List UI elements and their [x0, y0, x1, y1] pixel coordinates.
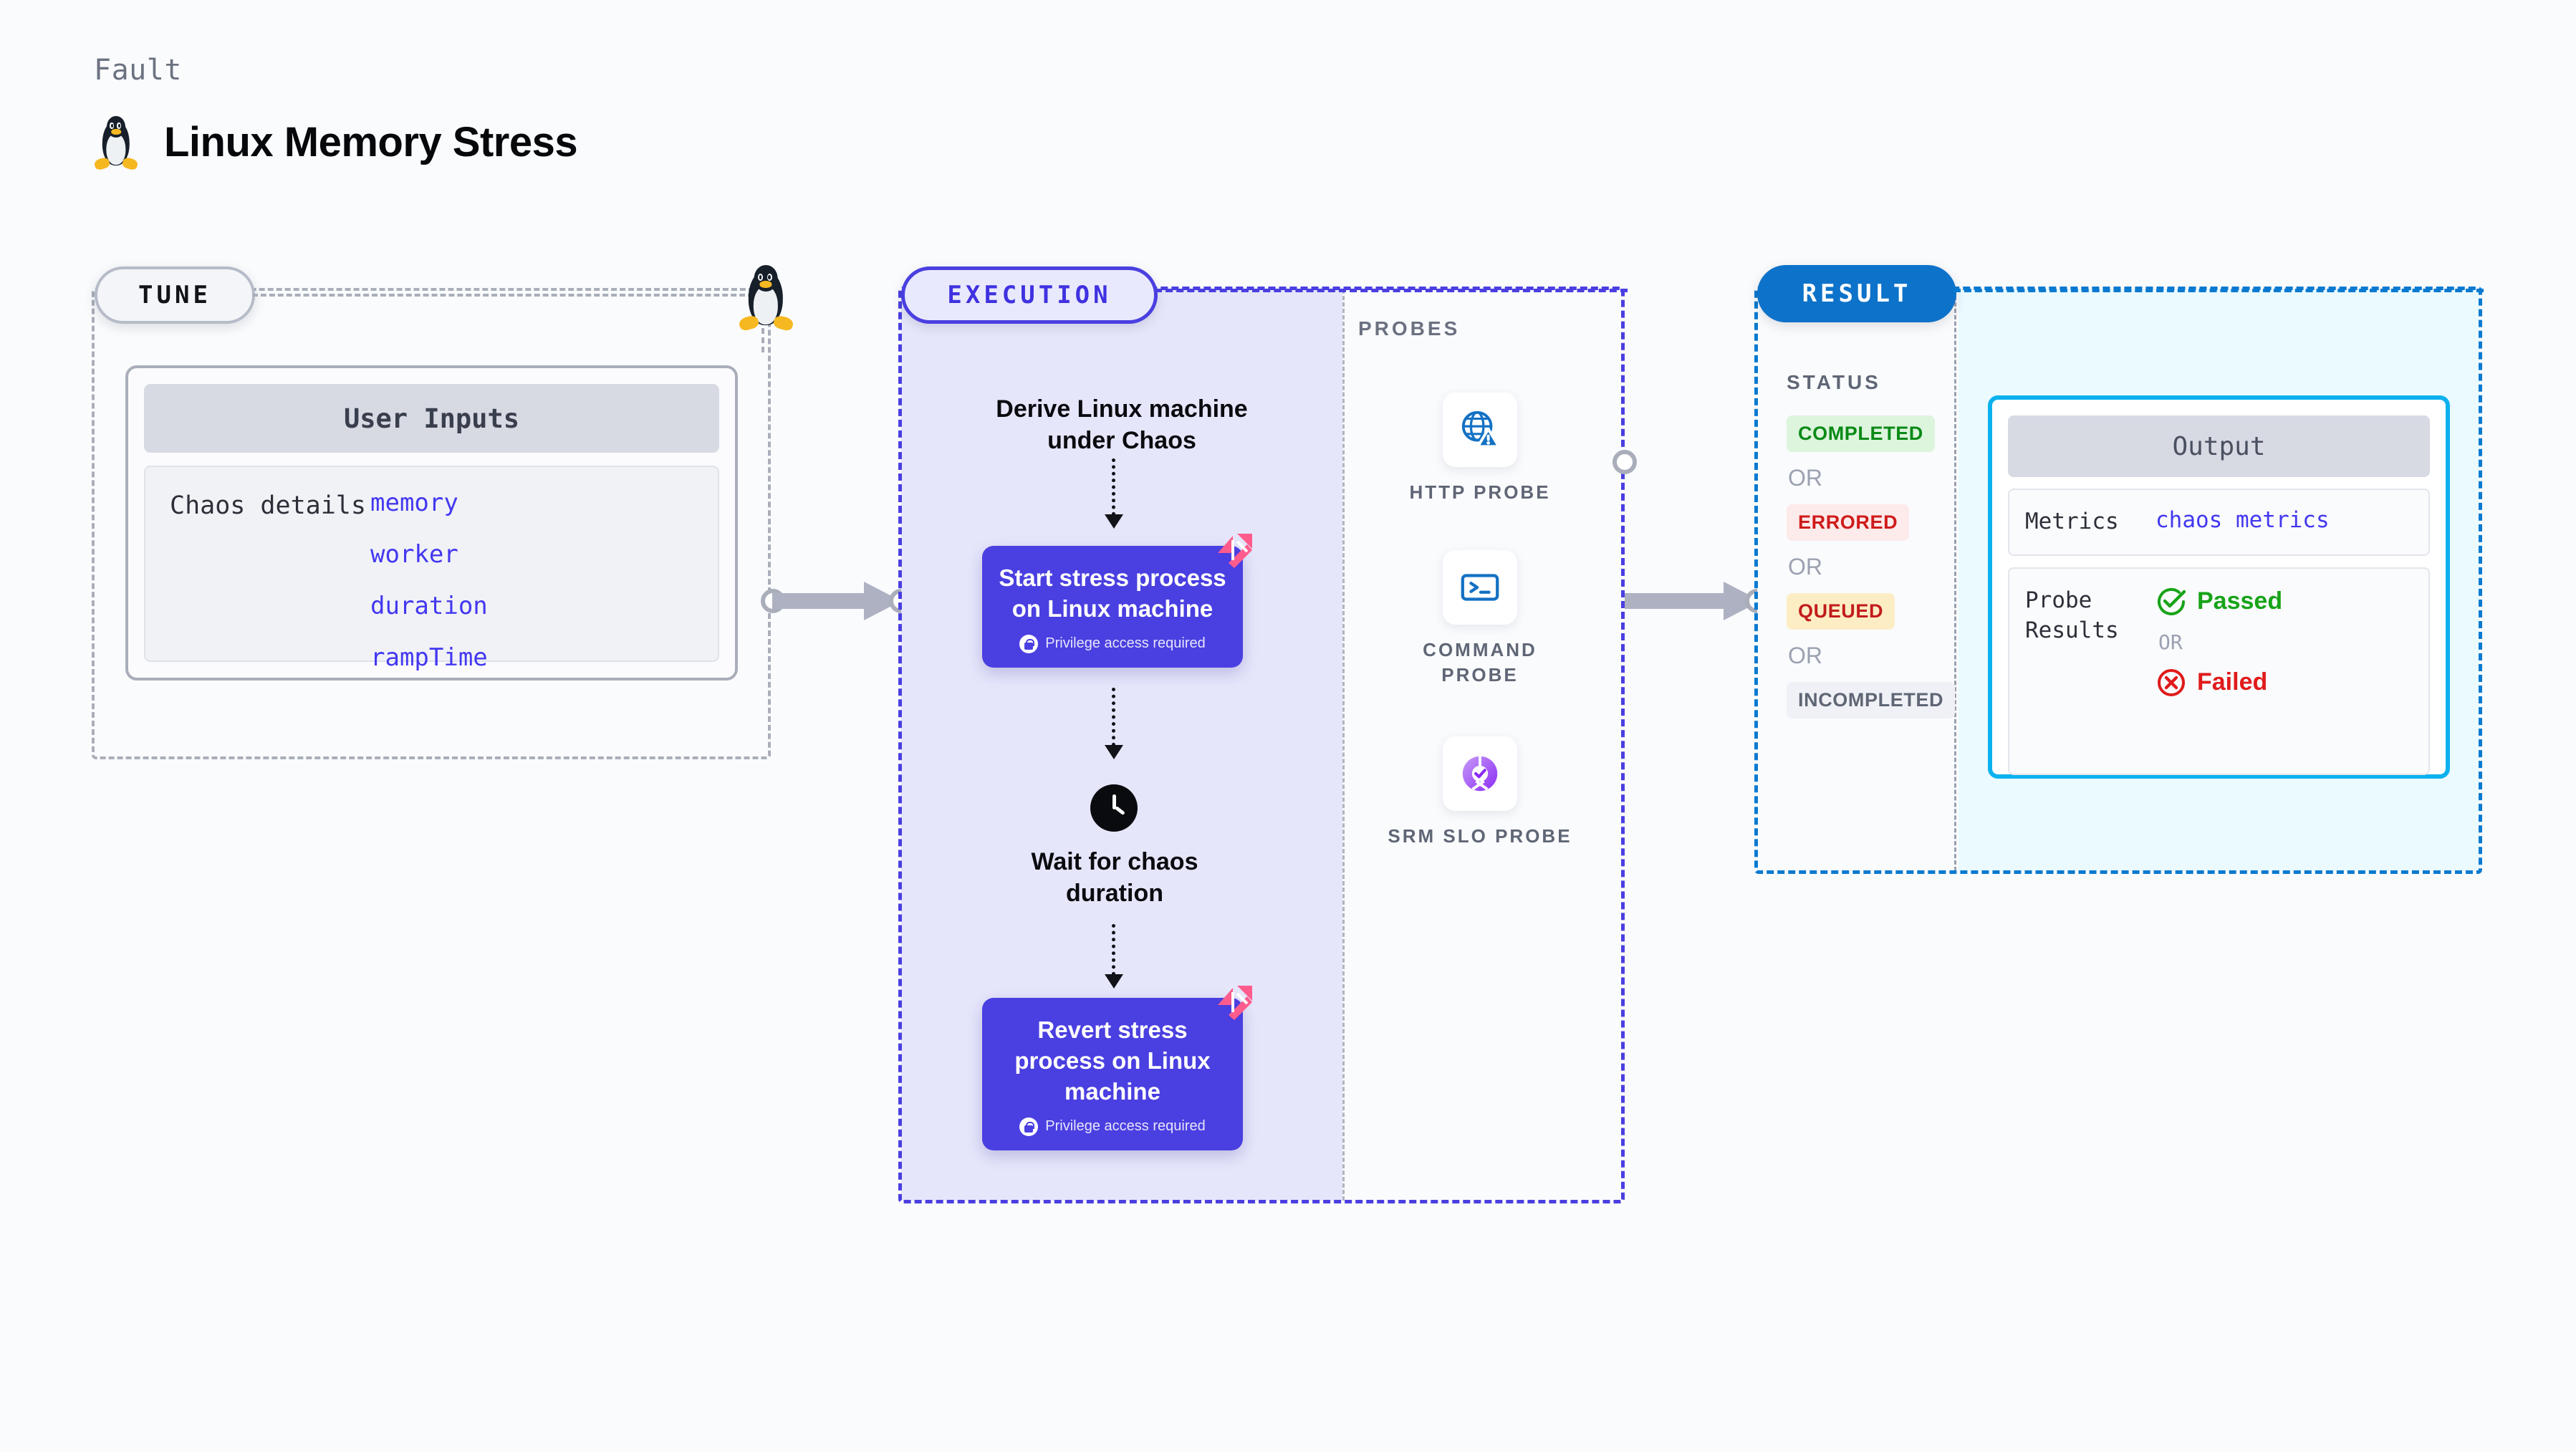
step-note: Privilege access required	[996, 634, 1229, 653]
fault-kicker: Fault	[94, 54, 182, 87]
status-label: STATUS	[1787, 371, 1881, 393]
lock-icon	[1019, 1117, 1039, 1136]
arrow-start-to-wait	[1105, 688, 1123, 759]
probe-tile	[1443, 736, 1517, 811]
output-header: Output	[2008, 415, 2430, 477]
user-inputs-body: Chaos details memory worker duration ram…	[144, 466, 719, 672]
probes-label: PROBES	[1358, 317, 1461, 340]
slo-donut-check-icon	[1462, 754, 1498, 792]
check-circle-icon	[2158, 587, 2186, 615]
user-inputs-header: User Inputs	[144, 384, 719, 453]
result-panel	[1754, 287, 2482, 874]
passed-label: Passed	[2197, 587, 2283, 615]
lock-icon	[1019, 634, 1039, 653]
metrics-value[interactable]: chaos metrics	[2156, 507, 2330, 533]
probe-label: HTTP PROBE	[1409, 481, 1551, 503]
param-memory[interactable]: memory	[370, 489, 458, 517]
result-divider	[1953, 289, 2484, 292]
probe-results-values: Passed OR Failed	[2156, 586, 2282, 698]
probe-srm-slo[interactable]: SRM SLO PROBE	[1383, 736, 1577, 849]
status-badge-errored: ERRORED	[1787, 504, 1910, 541]
param-duration[interactable]: duration	[370, 592, 488, 620]
probe-label: COMMAND PROBE	[1423, 639, 1537, 686]
globe-warning-icon	[1461, 410, 1501, 448]
failed-label: Failed	[2197, 668, 2268, 696]
step-note-text: Privilege access required	[1045, 635, 1206, 652]
result-badge[interactable]: RESULT	[1757, 265, 1956, 322]
status-or-1: OR	[1788, 465, 1822, 491]
execution-probes-panel	[898, 287, 1625, 1203]
output-probe-results-row: Probe Results Passed OR Failed	[2008, 567, 2430, 775]
probes-side-node	[1613, 450, 1637, 474]
harness-logo-icon	[1218, 986, 1252, 1020]
execution-step-start-card[interactable]: Start stress process on Linux machine Pr…	[982, 534, 1252, 668]
status-or-3: OR	[1788, 643, 1822, 668]
status-badge-completed: COMPLETED	[1787, 415, 1935, 452]
page-title: Linux Memory Stress	[164, 118, 578, 165]
output-metrics-row: Metrics chaos metrics	[2008, 489, 2430, 556]
user-inputs-card: User Inputs Chaos details memory worker …	[125, 365, 738, 681]
terminal-icon	[1461, 574, 1499, 601]
tune-connector-stub	[761, 328, 764, 352]
arrow-tune-to-execution	[772, 582, 901, 620]
output-card: Output Metrics chaos metrics Probe Resul…	[1988, 395, 2450, 779]
probe-label: SRM SLO PROBE	[1388, 825, 1572, 847]
arrow-execution-to-result	[1625, 582, 1761, 620]
status-badge-queued: QUEUED	[1787, 593, 1895, 630]
step-note-text: Privilege access required	[1045, 1118, 1206, 1135]
execution-divider	[1155, 289, 1628, 292]
execution-step-revert-card[interactable]: Revert stress process on Linux machine P…	[982, 986, 1252, 1150]
probe-tile	[1443, 393, 1517, 467]
probe-results-key: Probe Results	[2025, 587, 2119, 643]
probe-result-failed: Failed	[2156, 667, 2282, 698]
probe-tile	[1443, 550, 1517, 625]
probe-command[interactable]: COMMAND PROBE	[1383, 550, 1577, 688]
chaos-details-params: memory worker duration rampTime	[370, 489, 488, 672]
linux-penguin-icon	[93, 115, 139, 171]
linux-penguin-icon	[737, 264, 794, 332]
chaos-details-label: Chaos details	[170, 491, 366, 520]
execution-badge[interactable]: EXECUTION	[901, 266, 1158, 324]
step-title: Revert stress process on Linux machine	[1014, 1016, 1211, 1105]
tune-panel	[92, 288, 771, 759]
execution-step-derive: Derive Linux machine under Chaos	[996, 395, 1248, 454]
tune-divider	[252, 294, 754, 297]
clock-icon	[1090, 784, 1138, 832]
tune-badge[interactable]: TUNE	[95, 266, 255, 324]
arrow-wait-to-revert	[1105, 924, 1123, 989]
probe-result-or: OR	[2158, 630, 2183, 654]
status-badge-incompleted: INCOMPLETED	[1787, 682, 1956, 718]
arrow-derive-to-start	[1105, 458, 1123, 529]
result-status-column	[1757, 289, 1956, 871]
param-ramptime[interactable]: rampTime	[370, 643, 488, 672]
x-circle-icon	[2158, 668, 2185, 696]
fault-title-row: Linux Memory Stress	[93, 115, 578, 171]
status-or-2: OR	[1788, 554, 1822, 580]
metrics-key: Metrics	[2025, 509, 2119, 534]
harness-logo-icon	[1218, 534, 1252, 568]
step-title: Start stress process on Linux machine	[999, 564, 1226, 622]
probe-result-passed: Passed	[2156, 586, 2282, 617]
param-worker[interactable]: worker	[370, 540, 458, 569]
probe-http[interactable]: HTTP PROBE	[1383, 393, 1577, 505]
step-note: Privilege access required	[996, 1117, 1229, 1136]
execution-step-wait: Wait for chaos duration	[1031, 848, 1198, 907]
status-list: COMPLETED OR ERRORED OR QUEUED OR INCOMP…	[1787, 415, 1956, 718]
